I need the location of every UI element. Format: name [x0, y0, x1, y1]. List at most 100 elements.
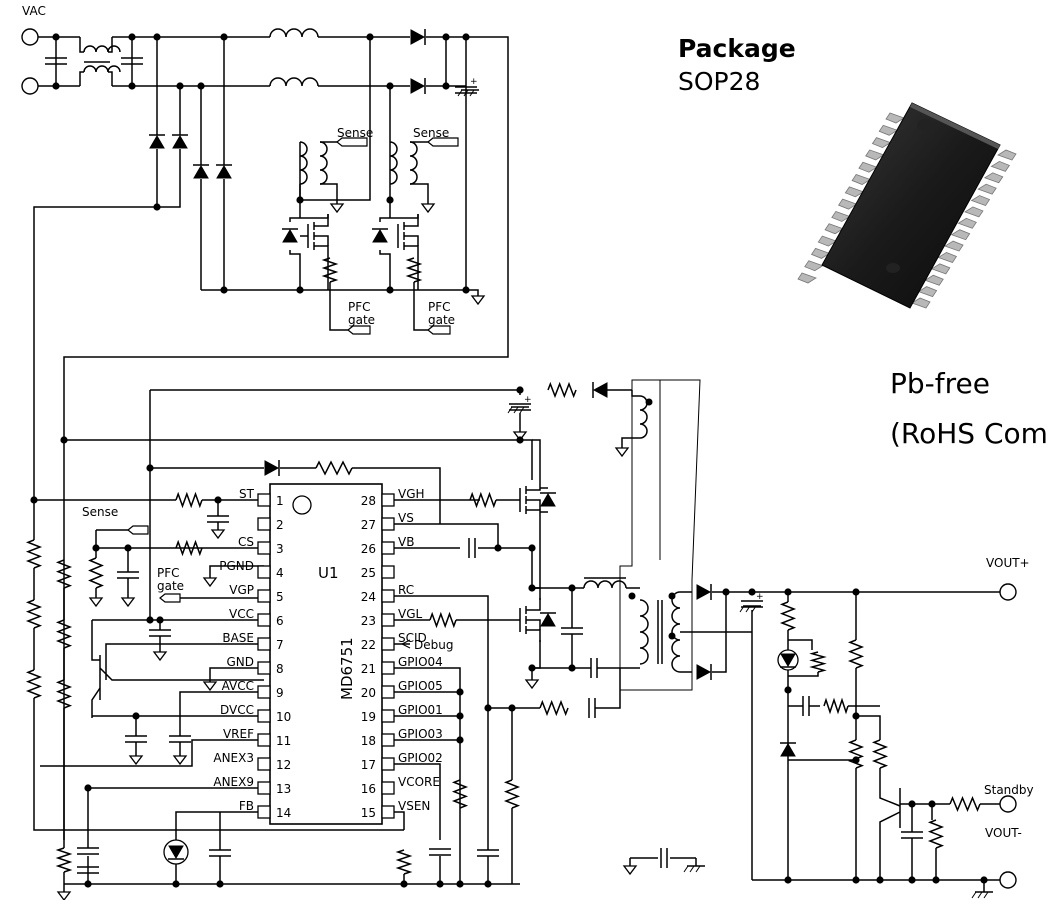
- polarity-dot: [628, 592, 636, 600]
- ic-pin-number: 11: [276, 734, 291, 748]
- ic-pin-left: [257, 565, 271, 579]
- junction-dot: [220, 286, 228, 294]
- wire: [108, 71, 113, 86]
- junction-dot: [400, 880, 408, 888]
- junction-dot: [568, 584, 576, 592]
- ic-pin-name: BASE: [222, 631, 254, 645]
- ground-symbol: [202, 681, 218, 692]
- resistor: [949, 796, 981, 812]
- chassis-ground: [971, 891, 977, 899]
- wire: [526, 509, 541, 522]
- wire: [209, 565, 264, 578]
- ic-pin-number: 22: [361, 638, 376, 652]
- chassis-ground: [463, 89, 469, 97]
- wire: [404, 235, 419, 246]
- polarity-plus: +: [756, 592, 764, 602]
- ic-pin-number: 28: [361, 494, 376, 508]
- ic-pin-name: SCID: [398, 631, 427, 645]
- ic-pin-right: [381, 661, 395, 675]
- wire: [209, 667, 264, 682]
- ground-symbol: [622, 865, 638, 876]
- sense-label-1: Sense: [337, 126, 373, 140]
- junction-dot: [442, 33, 450, 41]
- ic-pin-name: AVCC: [222, 679, 254, 693]
- junction-dot: [508, 704, 516, 712]
- ic-pin-number: 25: [361, 566, 376, 580]
- ic-pin-name: FB: [239, 799, 254, 813]
- ic-pin-number: 19: [361, 710, 376, 724]
- wire: [379, 250, 391, 290]
- chassis-ground: [977, 891, 983, 899]
- ic-pin-name: GPIO03: [398, 727, 443, 741]
- signal-flag: [427, 325, 451, 335]
- chip-lead: [930, 263, 951, 275]
- diode: [696, 664, 712, 680]
- resistor: [927, 819, 945, 849]
- chip-lead: [964, 206, 984, 218]
- chip-lead: [917, 286, 938, 298]
- wire: [532, 522, 541, 589]
- chip-lead: [797, 272, 817, 284]
- ic-pin-left: [257, 781, 271, 795]
- ic-pin-name: VCC: [229, 607, 254, 621]
- ground-symbol: [88, 597, 104, 608]
- wire: [788, 639, 813, 650]
- wire: [91, 620, 100, 661]
- ic-pin-name: GPIO01: [398, 703, 443, 717]
- ground-symbol: [120, 597, 136, 608]
- ground-symbol: [152, 651, 168, 662]
- chassis-ground: [457, 89, 463, 97]
- resistor: [503, 779, 521, 809]
- ic-pin-left: [257, 661, 271, 675]
- wire: [631, 390, 640, 397]
- junction-dot: [366, 33, 374, 41]
- resistor: [809, 651, 827, 673]
- ic-pin-number: 23: [361, 614, 376, 628]
- ground-symbol: [614, 447, 630, 458]
- junction-dot: [296, 286, 304, 294]
- wire: [526, 499, 541, 510]
- junction-dot: [197, 82, 205, 90]
- ic-pin-name: ST: [239, 487, 255, 501]
- ic-pin-name: VCORE: [398, 775, 440, 789]
- chip-lead: [977, 183, 997, 195]
- ic-part-label: MD6751: [338, 637, 356, 700]
- chip-pin1-dimple: [917, 119, 933, 131]
- ic-pin-right: [381, 637, 395, 651]
- wire: [105, 643, 264, 680]
- chassis-ground: [683, 865, 689, 873]
- junction-dot: [932, 876, 940, 884]
- resistor: [429, 611, 457, 629]
- junction-dot: [172, 880, 180, 888]
- junction-dot: [30, 496, 38, 504]
- junction-dot: [852, 712, 860, 720]
- ic-pin-number: 1: [276, 494, 284, 508]
- ic-pin-right: [381, 613, 395, 627]
- ground-symbol: [470, 295, 486, 306]
- inductor: [269, 77, 319, 87]
- junction-dot: [456, 736, 464, 744]
- wire: [379, 217, 390, 222]
- diode: [149, 135, 165, 149]
- junction-dot: [84, 784, 92, 792]
- resistor: [847, 639, 865, 669]
- junction-dot: [124, 544, 132, 552]
- junction-dot: [980, 876, 988, 884]
- wire: [532, 640, 541, 669]
- junction-dot: [92, 544, 100, 552]
- ic-pin-right: [381, 733, 395, 747]
- junction-dot: [128, 82, 136, 90]
- resistor: [395, 849, 413, 875]
- chip-lead: [804, 260, 824, 272]
- ic-pin-name: VGP: [229, 583, 254, 597]
- wire: [314, 235, 329, 246]
- terminal: [21, 77, 39, 95]
- ic-ref-label: U1: [318, 564, 339, 582]
- standby-label: Standby: [984, 783, 1034, 797]
- wire: [289, 217, 300, 222]
- ic-pin-right: [381, 709, 395, 723]
- signal-flag: [347, 325, 371, 335]
- junction-dot: [928, 800, 936, 808]
- ic-pin-name: VGH: [398, 487, 425, 501]
- junction-dot: [528, 664, 536, 672]
